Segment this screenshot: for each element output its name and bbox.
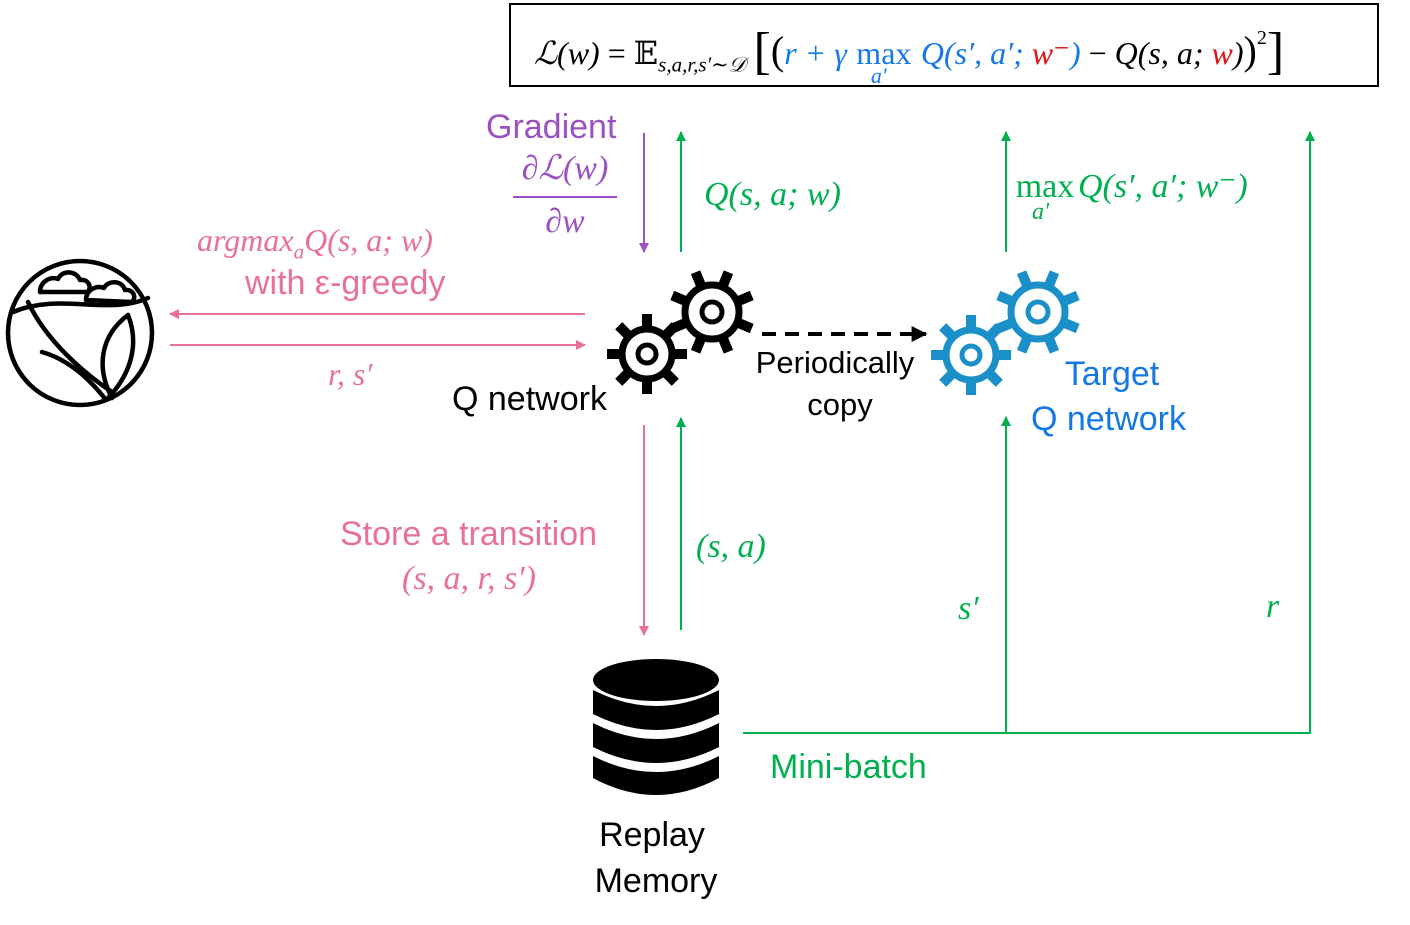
gradient-title: Gradient <box>486 108 617 146</box>
minibatch-label: Mini-batch <box>770 748 927 786</box>
environment-globe-icon <box>5 258 155 408</box>
formula-max-subscript: a′ <box>870 63 887 88</box>
close-paren: ) <box>1243 28 1257 73</box>
current-q-term: Q(s, a; <box>1114 35 1204 71</box>
large-blue-gear-shape <box>996 270 1080 354</box>
store-transition-tuple: (s, a, r, s′) <box>402 560 537 597</box>
open-paren: ( <box>770 28 785 73</box>
store-transition-title: Store a transition <box>340 515 598 553</box>
argmax-word: argmax <box>197 222 294 258</box>
expectation-symbol: 𝔼 <box>633 35 659 71</box>
target-label-line1: Target <box>1064 355 1160 393</box>
argmax-subscript: a <box>293 239 305 264</box>
next-state-label: s′ <box>958 590 979 627</box>
current-q-close: ) <box>1232 35 1244 71</box>
target-weights: w⁻ <box>1031 35 1070 71</box>
periodically-label: Periodically <box>755 345 915 380</box>
loss-formula-box <box>509 3 1379 87</box>
gradient-fraction-bar <box>513 196 617 198</box>
formula-max-word: max <box>856 35 912 71</box>
replay-label-line1: Replay <box>599 816 705 854</box>
gradient-denominator: ∂w <box>545 203 585 240</box>
small-blue-gear-shape <box>931 315 1011 395</box>
current-weights: w <box>1211 35 1233 71</box>
open-bracket: [ <box>753 23 771 80</box>
gear-pair-icon <box>607 270 754 394</box>
close-bracket: ] <box>1266 23 1285 80</box>
square-exponent: 2 <box>1256 27 1267 50</box>
minus-sign: − <box>1088 35 1107 71</box>
database-icon <box>593 659 719 795</box>
expectation-subscript: s,a,r,s′∼𝒟 <box>658 52 746 77</box>
small-gear-shape <box>607 314 687 394</box>
gradient-numerator: ∂ℒ(w) <box>521 150 609 187</box>
gear-pair-blue-icon <box>931 270 1080 395</box>
loss-lhs: ℒ(w) <box>534 35 600 71</box>
target-label-line2: Q network <box>1031 400 1186 438</box>
max-word: max <box>1015 168 1075 205</box>
equals-sign: = <box>607 35 626 71</box>
state-action-label: (s, a) <box>696 528 766 565</box>
max-subscript: a′ <box>1032 199 1050 225</box>
target-reward-term: r + γ <box>784 35 847 71</box>
egreedy-label: with ε-greedy <box>245 264 446 302</box>
copy-label: copy <box>807 387 873 422</box>
target-q-value: Q(s′, a′; w⁻) <box>1078 168 1248 205</box>
reward-state-label: r, s′ <box>328 356 373 392</box>
reward-label: r <box>1266 588 1280 625</box>
argmax-label: argmaxaQ(s, a; w) <box>197 224 433 262</box>
q-value-label: Q(s, a; w) <box>704 176 841 213</box>
target-q-close: ) <box>1069 35 1081 71</box>
q-network-label: Q network <box>452 380 607 418</box>
argmax-q: Q(s, a; w) <box>304 222 433 258</box>
large-gear-shape <box>670 270 754 354</box>
target-q-term: Q(s′, a′; <box>920 35 1024 71</box>
replay-label-line2: Memory <box>594 862 718 900</box>
